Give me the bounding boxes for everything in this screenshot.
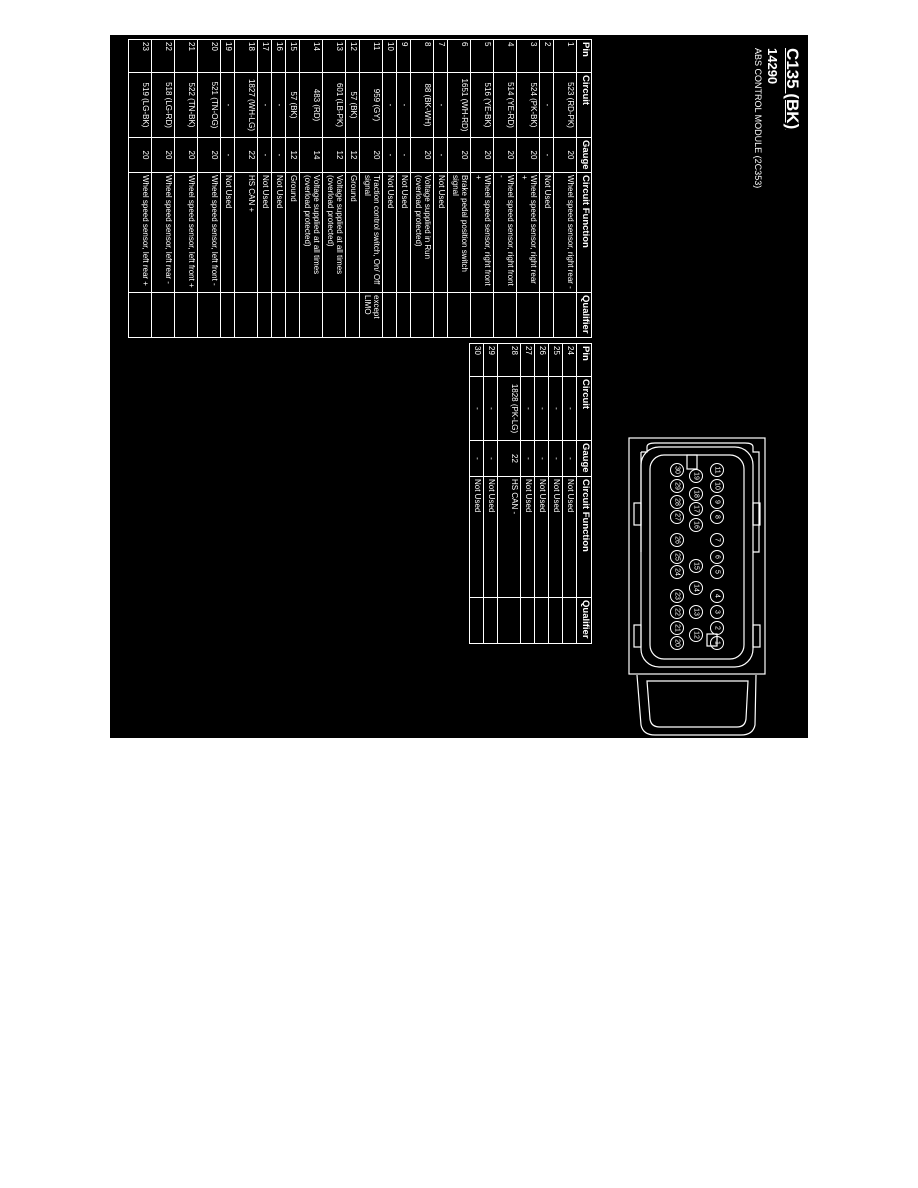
latch-right-2 [752, 624, 761, 648]
pin-number: 28 [674, 498, 681, 506]
pin-number: 6 [714, 555, 721, 559]
pin-5: 5 [710, 565, 724, 579]
pin-number: 14 [693, 584, 700, 592]
pin-number: 16 [693, 521, 700, 529]
pin-number: 15 [693, 562, 700, 570]
pin-number: 13 [693, 608, 700, 616]
pin-number: 3 [714, 610, 721, 614]
pin-number: 7 [714, 538, 721, 542]
pin-18: 18 [689, 487, 703, 501]
pin-27: 27 [670, 510, 684, 524]
document-page: C135 (BK) 14290 ABS CONTROL MODULE (2C35… [110, 35, 808, 738]
connector-rim [640, 446, 754, 668]
pin-number: 22 [674, 608, 681, 616]
pin-3: 3 [710, 605, 724, 619]
connector-face-diagram: 1110987654321191817161514131230292827262… [628, 437, 766, 736]
latch-left-2 [633, 624, 642, 648]
pin-24: 24 [670, 565, 684, 579]
pin-19: 19 [689, 469, 703, 483]
pin-number: 12 [693, 631, 700, 639]
pin-number: 10 [714, 482, 721, 490]
pin-number: 1 [714, 641, 721, 645]
pin-number: 17 [693, 505, 700, 513]
pin-15: 15 [689, 559, 703, 573]
pin-17: 17 [689, 502, 703, 516]
pin-8: 8 [710, 510, 724, 524]
pin-number: 2 [714, 626, 721, 630]
pin-6: 6 [710, 550, 724, 564]
pin-number: 19 [693, 472, 700, 480]
key-notch-bottom [706, 633, 718, 647]
pin-4: 4 [710, 589, 724, 603]
pin-number: 27 [674, 513, 681, 521]
pin-number: 4 [714, 594, 721, 598]
pin-9: 9 [710, 495, 724, 509]
pin-number: 26 [674, 536, 681, 544]
key-notch-top [686, 454, 698, 470]
pin-2: 2 [710, 621, 724, 635]
pin-30: 30 [670, 463, 684, 477]
pin-13: 13 [689, 605, 703, 619]
pin-number: 24 [674, 568, 681, 576]
pin-10: 10 [710, 479, 724, 493]
connector-tab-inner [646, 680, 749, 728]
pin-number: 29 [674, 482, 681, 490]
pin-number: 5 [714, 570, 721, 574]
connector-tab [636, 674, 757, 736]
pin-number: 9 [714, 500, 721, 504]
pin-28: 28 [670, 495, 684, 509]
pin-20: 20 [670, 636, 684, 650]
pin-12: 12 [689, 628, 703, 642]
pin-11: 11 [710, 463, 724, 477]
pin-21: 21 [670, 621, 684, 635]
pin-25: 25 [670, 550, 684, 564]
pin-14: 14 [689, 581, 703, 595]
pin-number: 18 [693, 490, 700, 498]
pin-29: 29 [670, 479, 684, 493]
latch-right-1 [752, 502, 761, 526]
pin-number: 20 [674, 639, 681, 647]
pin-number: 21 [674, 624, 681, 632]
pin-number: 8 [714, 515, 721, 519]
pin-23: 23 [670, 589, 684, 603]
pin-number: 25 [674, 553, 681, 561]
pin-number: 23 [674, 592, 681, 600]
latch-left-1 [633, 502, 642, 526]
pin-22: 22 [670, 605, 684, 619]
pin-7: 7 [710, 533, 724, 547]
pin-1: 1 [710, 636, 724, 650]
pin-16: 16 [689, 518, 703, 532]
pin-26: 26 [670, 533, 684, 547]
pin-number: 11 [714, 466, 721, 473]
connector-outer-shell [628, 437, 766, 675]
pin-number: 30 [674, 466, 681, 474]
